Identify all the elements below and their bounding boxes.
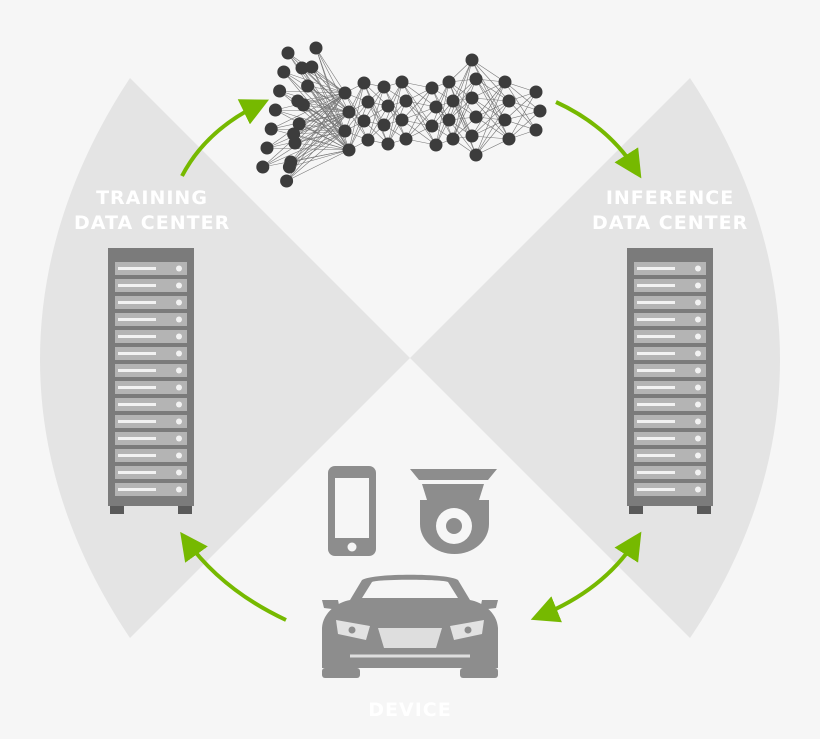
right-sector-panel [410, 78, 780, 638]
inference-label-line2: DATA CENTER [592, 211, 748, 236]
inference-label-line1: INFERENCE [592, 186, 748, 211]
training-label-line1: TRAINING [74, 186, 230, 211]
training-label-line2: DATA CENTER [74, 211, 230, 236]
neural-network-icon [256, 42, 546, 188]
inference-server-rack-icon [627, 248, 713, 514]
car-icon [322, 575, 498, 678]
training-server-rack-icon [108, 248, 194, 514]
inference-label: INFERENCE DATA CENTER [592, 186, 748, 236]
security-camera-icon [410, 469, 497, 554]
training-label: TRAINING DATA CENTER [74, 186, 230, 236]
device-label: DEVICE [330, 698, 490, 723]
smartphone-icon [328, 466, 376, 556]
